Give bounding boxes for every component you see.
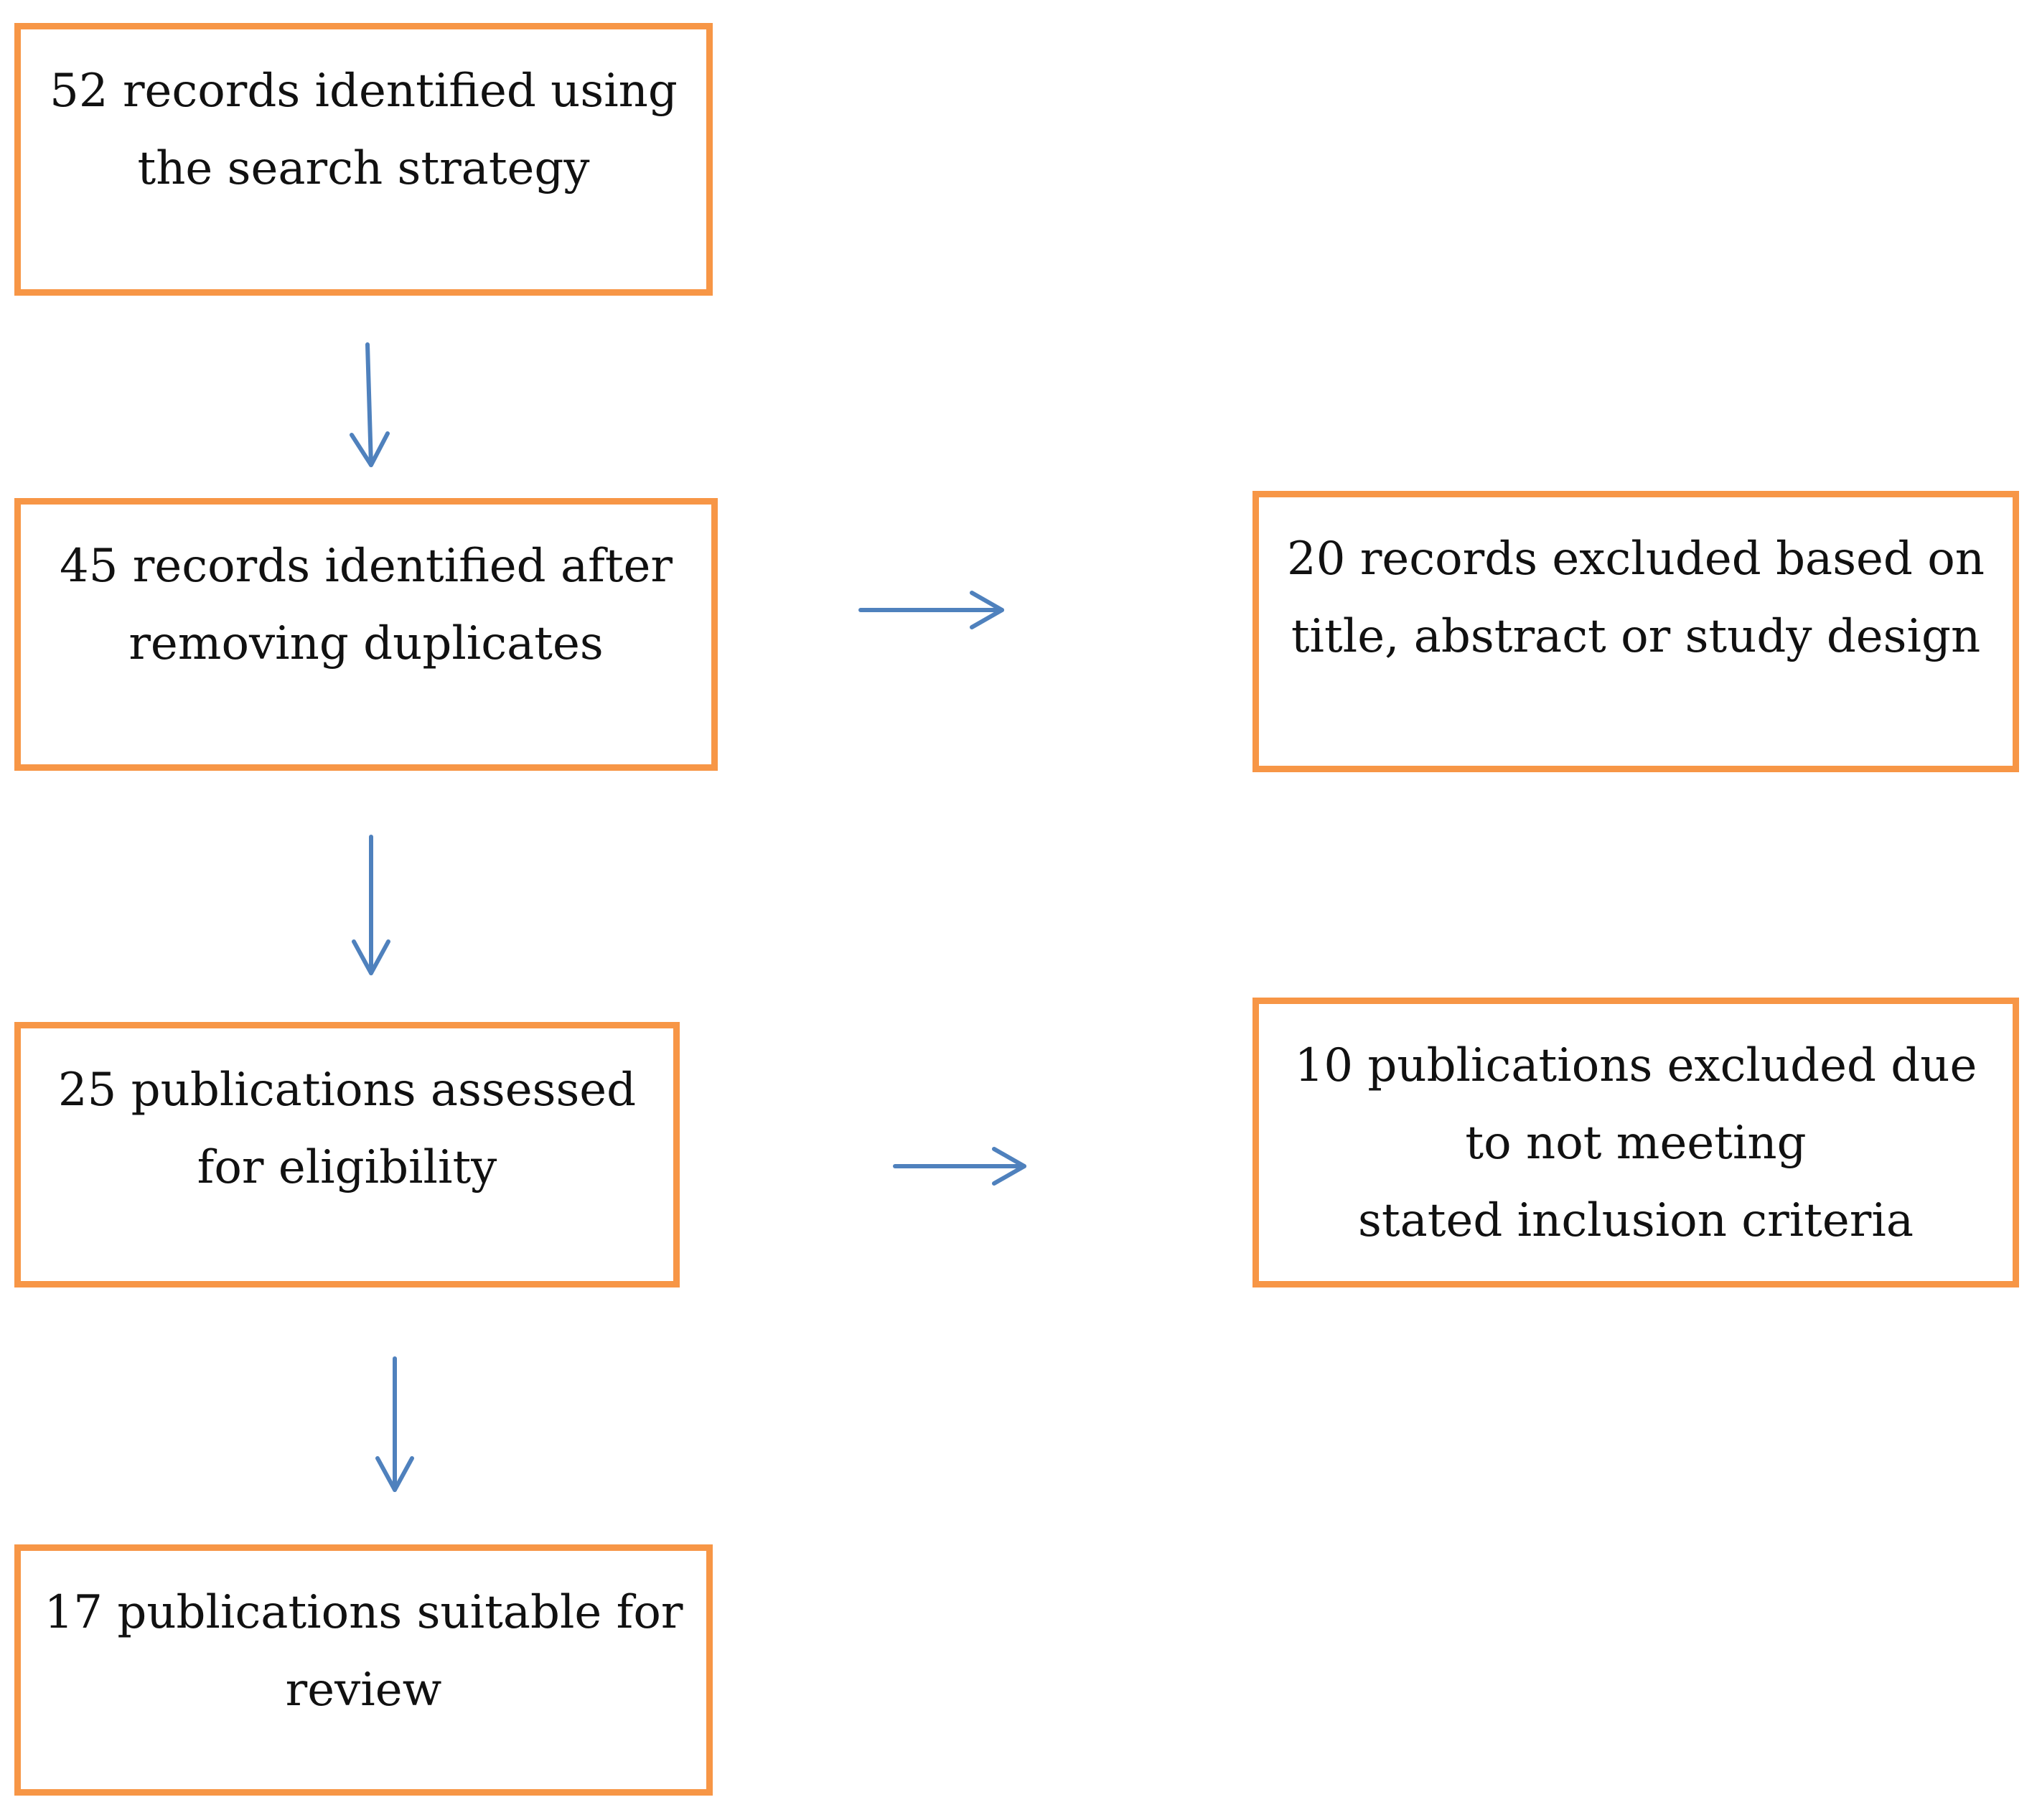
assessed-publications-line-1: 25 publications assessed [57,1064,637,1117]
included-publications-box: 17 publications suitable for review [14,1544,713,1796]
excluded-screening-box: 20 records excluded based on title, abst… [1252,491,2019,772]
deduplicated-records-box: 45 records identified after removing dup… [14,498,718,771]
arrow-down-assessed-to-included [375,1356,414,1492]
arrow-right-assessed-to-excluded-eligibility [893,1147,1026,1186]
deduplicated-records-line-1: 45 records identified after [60,540,673,593]
assessed-publications-line-2: for eligibility [197,1141,497,1194]
included-publications-line-2: review [285,1664,442,1717]
arrow-down-deduplicated-to-assessed [352,835,390,975]
included-publications-line-1: 17 publications suitable for [44,1586,683,1639]
search-records-line-1: 52 records identified using [50,65,678,118]
search-records-line-2: the search strategy [137,142,590,195]
arrow-down-search-to-deduplicated [350,342,390,467]
arrow-right-deduplicated-to-excluded-screening [858,591,1004,629]
excluded-screening-line-1: 20 records excluded based on [1287,533,1985,586]
excluded-eligibility-line-3: stated inclusion criteria [1358,1194,1914,1247]
excluded-screening-line-2: title, abstract or study design [1291,610,1981,663]
search-records-box: 52 records identified using the search s… [14,23,713,296]
excluded-eligibility-box: 10 publications excluded due to not meet… [1252,998,2019,1287]
assessed-publications-box: 25 publications assessed for eligibility [14,1022,680,1287]
excluded-eligibility-line-2: to not meeting [1465,1117,1807,1170]
excluded-eligibility-line-1: 10 publications excluded due [1294,1039,1977,1092]
deduplicated-records-line-2: removing duplicates [128,617,604,670]
